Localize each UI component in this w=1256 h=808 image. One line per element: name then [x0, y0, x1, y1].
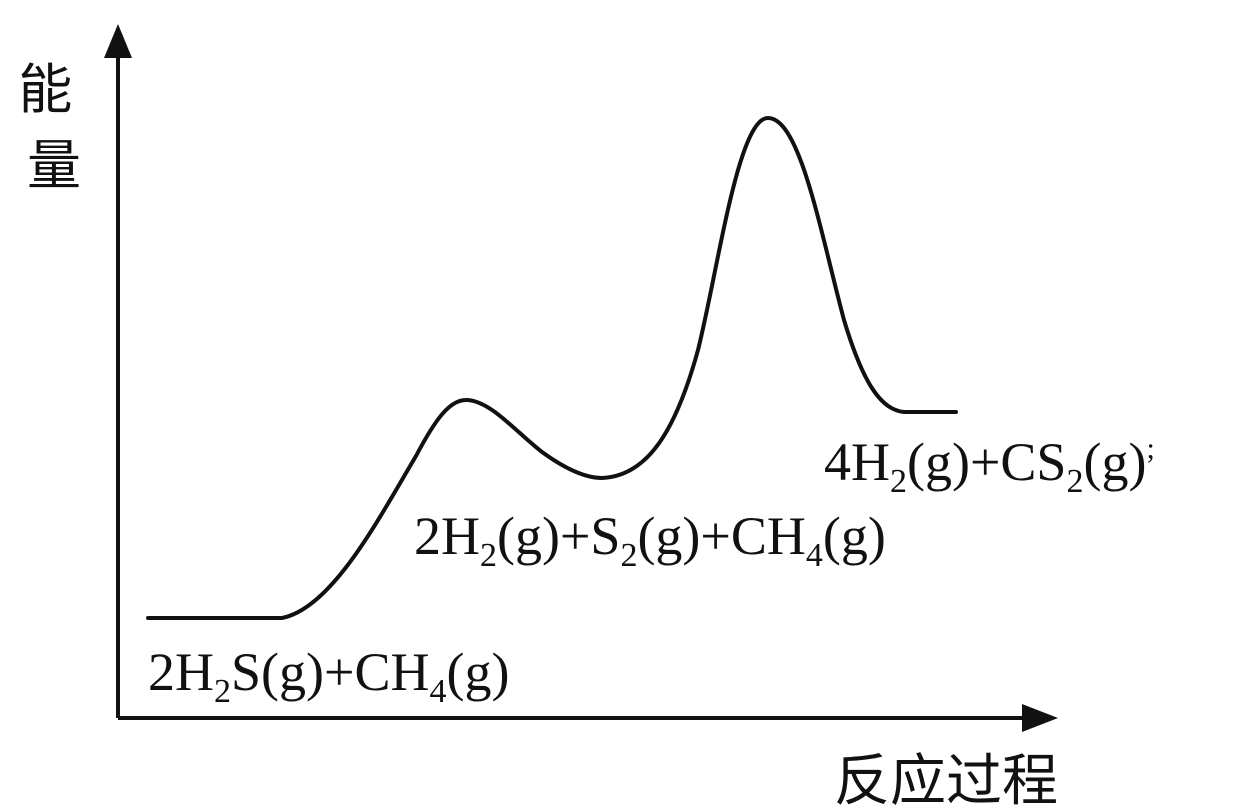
reactants-sub-2: 4 — [429, 673, 446, 710]
products-label: 4H2(g)+CS2(g); — [824, 432, 1155, 500]
products-mid: (g)+CS — [907, 432, 1066, 492]
intermediate-sub-2: 2 — [620, 537, 637, 574]
products-tail: (g) — [1083, 432, 1146, 492]
y-axis-label: 能 量 — [18, 58, 89, 197]
reactants-tail: (g) — [446, 642, 509, 702]
intermediate-mid-1: (g)+S — [497, 506, 620, 566]
intermediate-tail: (g) — [823, 506, 886, 566]
y-axis-arrow-icon — [104, 24, 132, 58]
intermediate-coef: 2H — [414, 506, 480, 566]
reactants-sub-1: 2 — [214, 673, 231, 710]
products-sub-1: 2 — [890, 463, 907, 500]
intermediate-label: 2H2(g)+S2(g)+CH4(g) — [414, 506, 886, 574]
products-coef: 4H — [824, 432, 890, 492]
intermediate-mid-2: (g)+CH — [637, 506, 805, 566]
x-axis-label: 反应过程 — [834, 749, 1058, 808]
reactants-mid: S(g)+CH — [231, 642, 429, 702]
products-sub-2: 2 — [1066, 463, 1083, 500]
x-axis-arrow-icon — [1022, 704, 1058, 732]
intermediate-sub-3: 4 — [806, 537, 823, 574]
y-axis-label-char-2: 量 — [27, 134, 81, 197]
intermediate-sub-1: 2 — [480, 537, 497, 574]
y-axis-label-char-1: 能 — [18, 58, 72, 121]
products-trailing-mark: ; — [1146, 432, 1154, 465]
reactants-label: 2H2S(g)+CH4(g) — [148, 642, 509, 710]
reactants-coef: 2H — [148, 642, 214, 702]
energy-curve — [146, 116, 958, 620]
